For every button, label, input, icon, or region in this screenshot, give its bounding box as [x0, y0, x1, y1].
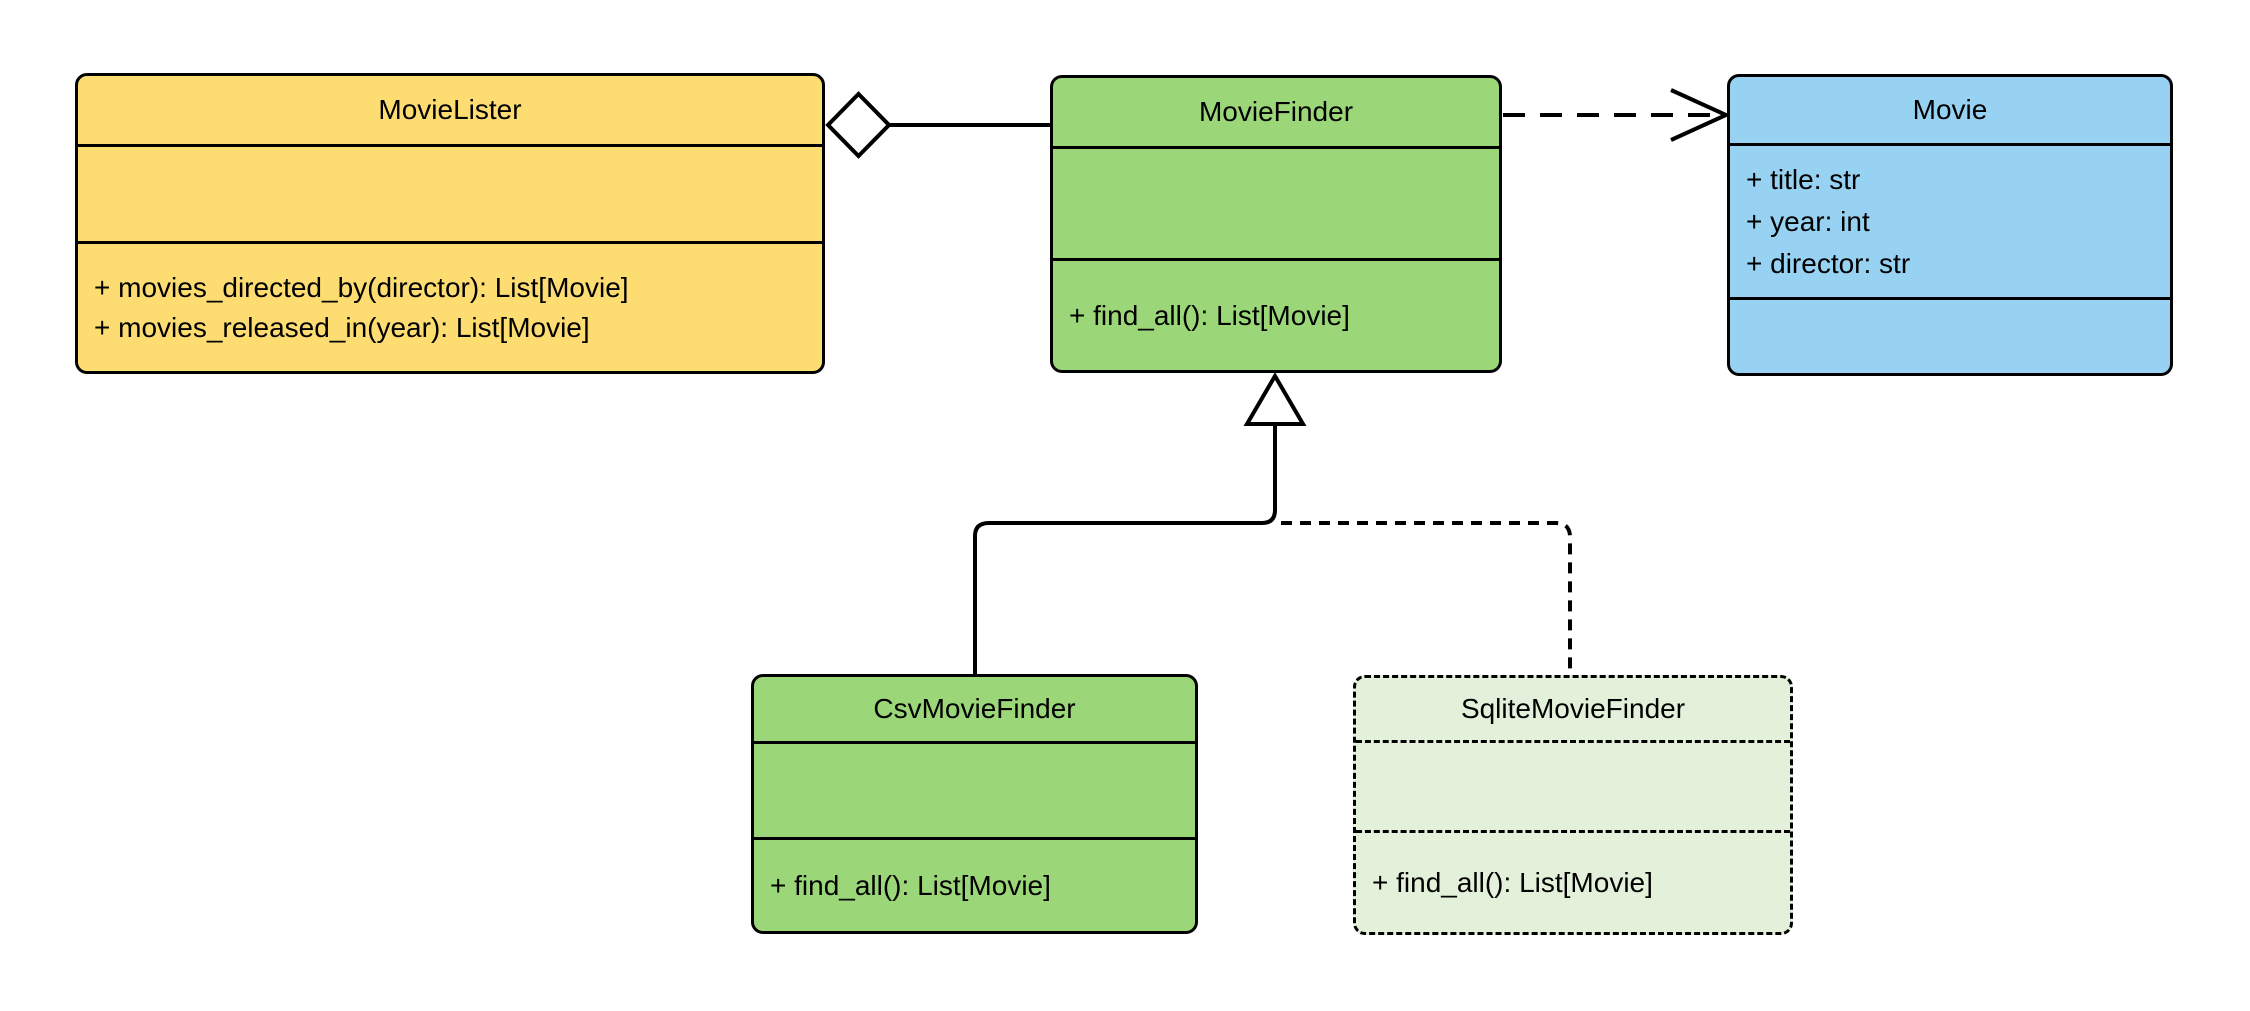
dependency-arrowhead-icon	[1670, 88, 1731, 142]
class-movie: Movie + title: str + year: int + directo…	[1727, 74, 2173, 376]
inheritance-line-dashed	[1281, 521, 1572, 677]
class-movie-methods	[1730, 300, 2170, 373]
attribute-director: + director: str	[1746, 247, 1911, 279]
class-csvmoviefinder-attributes	[754, 744, 1195, 840]
aggregation-diamond-icon	[825, 91, 892, 159]
attribute-title: + title: str	[1746, 163, 1861, 195]
class-moviefinder-methods: + find_all(): List[Movie]	[1053, 261, 1499, 370]
class-movielister: MovieLister + movies_directed_by(directo…	[75, 73, 825, 374]
inheritance-edge-csvmoviefinder-moviefinder	[973, 424, 1277, 676]
class-sqlitemoviefinder: SqliteMovieFinder + find_all(): List[Mov…	[1353, 675, 1793, 935]
inheritance-edge-sqlitemoviefinder-moviefinder	[1281, 521, 1572, 677]
class-sqlitemoviefinder-title: SqliteMovieFinder	[1356, 678, 1790, 743]
class-csvmoviefinder: CsvMovieFinder + find_all(): List[Movie]	[751, 674, 1198, 934]
inheritance-triangle-icon	[1243, 372, 1307, 426]
class-csvmoviefinder-methods: + find_all(): List[Movie]	[754, 840, 1195, 931]
method-find-all: + find_all(): List[Movie]	[1372, 866, 1653, 898]
class-movielister-methods: + movies_directed_by(director): List[Mov…	[78, 244, 822, 371]
class-movielister-attributes	[78, 147, 822, 244]
class-movie-title: Movie	[1730, 77, 2170, 146]
attribute-year: + year: int	[1746, 205, 1870, 237]
class-csvmoviefinder-title: CsvMovieFinder	[754, 677, 1195, 744]
class-moviefinder: MovieFinder + find_all(): List[Movie]	[1050, 75, 1502, 373]
inheritance-line-solid	[973, 424, 1277, 676]
class-sqlitemoviefinder-attributes	[1356, 743, 1790, 833]
class-moviefinder-title: MovieFinder	[1053, 78, 1499, 149]
method-movies-directed-by: + movies_directed_by(director): List[Mov…	[94, 271, 629, 303]
dependency-edge-moviefinder-movie	[1503, 88, 1731, 142]
aggregation-edge-movielister-moviefinder	[825, 91, 1052, 159]
class-sqlitemoviefinder-methods: + find_all(): List[Movie]	[1356, 833, 1790, 932]
class-moviefinder-attributes	[1053, 149, 1499, 261]
method-find-all: + find_all(): List[Movie]	[770, 869, 1051, 901]
method-find-all: + find_all(): List[Movie]	[1069, 299, 1350, 331]
class-movielister-title: MovieLister	[78, 76, 822, 147]
class-movie-attributes: + title: str + year: int + director: str	[1730, 146, 2170, 300]
method-movies-released-in: + movies_released_in(year): List[Movie]	[94, 311, 590, 343]
